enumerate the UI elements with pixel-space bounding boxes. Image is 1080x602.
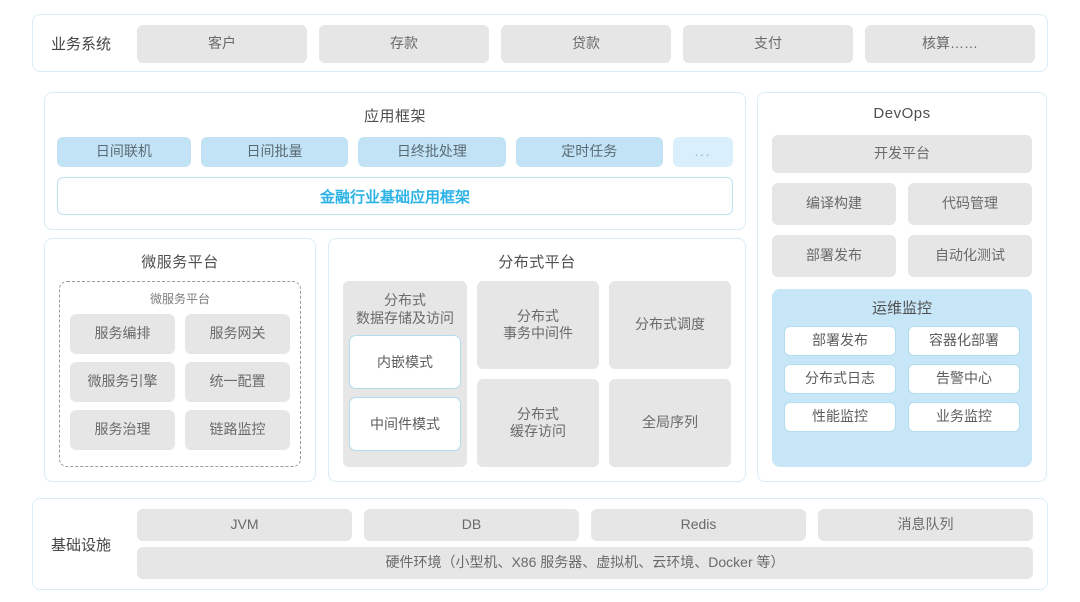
finance-base-framework-bar[interactable]: 金融行业基础应用框架 [57,177,733,215]
microservice-platform-panel: 微服务平台 微服务平台 服务编排 服务网关 微服务引擎 统一配置 服务治理 链路… [44,238,316,482]
application-framework-chip-row: 日间联机 日间批量 日终批处理 定时任务 ... [57,137,734,167]
distributed-item-scheduling[interactable]: 分布式调度 [609,281,731,369]
distributed-mode-embedded[interactable]: 内嵌模式 [349,335,461,390]
distributed-data-storage-line2: 数据存储及访问 [356,310,454,327]
app-chip-daytime-batch[interactable]: 日间批量 [200,137,349,167]
microservice-item-engine[interactable]: 微服务引擎 [70,362,175,402]
devops-item-grid: 编译构建 代码管理 部署发布 自动化测试 [772,183,1032,277]
distributed-mode-middleware[interactable]: 中间件模式 [349,397,461,452]
microservice-item-gateway[interactable]: 服务网关 [185,314,290,354]
monitoring-item-containerized-deploy[interactable]: 容器化部署 [908,326,1020,356]
infrastructure-item-db[interactable]: DB [364,509,579,541]
app-chip-scheduled-task[interactable]: 定时任务 [515,137,663,167]
distributed-data-storage-line1: 分布式 [384,292,426,308]
microservice-item-governance[interactable]: 服务治理 [70,410,175,450]
devops-title: DevOps [873,105,931,122]
business-system-chip-row: 客户 存款 贷款 支付 核算…… [137,25,1035,63]
microservice-item-orchestration[interactable]: 服务编排 [70,314,175,354]
microservice-item-grid: 服务编排 服务网关 微服务引擎 统一配置 服务治理 链路监控 [70,314,290,450]
business-system-panel: 业务系统 客户 存款 贷款 支付 核算…… [32,14,1048,72]
infrastructure-item-redis[interactable]: Redis [591,509,806,541]
dist-cache-line2: 缓存访问 [510,423,566,439]
business-system-item-accounting[interactable]: 核算…… [865,25,1035,63]
devops-item-dev-platform[interactable]: 开发平台 [772,135,1032,173]
business-system-item-loan[interactable]: 贷款 [501,25,671,63]
business-system-label: 业务系统 [51,35,112,53]
infrastructure-hardware-row: 硬件环境（小型机、X86 服务器、虚拟机、云环境、Docker 等） [137,547,1033,579]
devops-item-code-management[interactable]: 代码管理 [908,183,1032,225]
app-chip-more[interactable]: ... [672,137,734,167]
microservice-platform-title: 微服务平台 [141,254,219,271]
business-system-item-deposit[interactable]: 存款 [319,25,489,63]
microservice-sub-label: 微服务平台 [149,292,210,306]
monitoring-item-alert-center[interactable]: 告警中心 [908,364,1020,394]
devops-panel: DevOps 开发平台 编译构建 代码管理 部署发布 自动化测试 运维监控 部署… [757,92,1047,482]
infrastructure-label: 基础设施 [51,536,112,554]
microservice-item-unified-config[interactable]: 统一配置 [185,362,290,402]
dist-cache-line1: 分布式 [517,405,559,422]
monitoring-item-performance[interactable]: 性能监控 [784,402,896,432]
distributed-platform-body: 分布式 数据存储及访问 内嵌模式 中间件模式 分布式事务中间件 分布式调度 分布… [343,281,731,467]
distributed-data-storage-title: 分布式 数据存储及访问 [356,291,454,327]
dist-tx-line1: 分布式 [517,307,559,324]
distributed-platform-grid: 分布式事务中间件 分布式调度 分布式缓存访问 全局序列 [477,281,731,467]
distributed-platform-title: 分布式平台 [498,254,576,271]
distributed-platform-panel: 分布式平台 分布式 数据存储及访问 内嵌模式 中间件模式 分布式事务中间件 分布… [328,238,746,482]
app-chip-daytime-online[interactable]: 日间联机 [57,137,191,167]
distributed-item-cache-access[interactable]: 分布式缓存访问 [477,379,599,467]
application-framework-panel: 应用框架 日间联机 日间批量 日终批处理 定时任务 ... 金融行业基础应用框架 [44,92,746,230]
distributed-data-storage-group[interactable]: 分布式 数据存储及访问 内嵌模式 中间件模式 [343,281,467,467]
infrastructure-panel: 基础设施 JVM DB Redis 消息队列 硬件环境（小型机、X86 服务器、… [32,498,1048,590]
distributed-item-global-sequence[interactable]: 全局序列 [609,379,731,467]
ops-monitoring-title: 运维监控 [871,300,932,317]
infrastructure-chip-row: JVM DB Redis 消息队列 [137,509,1033,541]
ops-monitoring-grid: 部署发布 容器化部署 分布式日志 告警中心 性能监控 业务监控 [784,326,1020,432]
devops-item-automated-test[interactable]: 自动化测试 [908,235,1032,277]
monitoring-item-business[interactable]: 业务监控 [908,402,1020,432]
application-framework-title: 应用框架 [363,108,426,125]
infrastructure-item-message-queue[interactable]: 消息队列 [818,509,1033,541]
infrastructure-hardware-environment[interactable]: 硬件环境（小型机、X86 服务器、虚拟机、云环境、Docker 等） [137,547,1033,579]
monitoring-item-deploy-release[interactable]: 部署发布 [784,326,896,356]
infrastructure-item-jvm[interactable]: JVM [137,509,352,541]
microservice-dashed-group: 微服务平台 服务编排 服务网关 微服务引擎 统一配置 服务治理 链路监控 [59,281,301,467]
monitoring-item-distributed-log[interactable]: 分布式日志 [784,364,896,394]
business-system-item-customer[interactable]: 客户 [137,25,307,63]
app-chip-eod-batch[interactable]: 日终批处理 [358,137,506,167]
dist-tx-line2: 事务中间件 [503,325,573,341]
devops-item-compile-build[interactable]: 编译构建 [772,183,896,225]
devops-item-deploy-release[interactable]: 部署发布 [772,235,896,277]
microservice-item-tracing[interactable]: 链路监控 [185,410,290,450]
ops-monitoring-group: 运维监控 部署发布 容器化部署 分布式日志 告警中心 性能监控 业务监控 [772,289,1032,467]
business-system-item-payment[interactable]: 支付 [683,25,853,63]
distributed-item-transaction-middleware[interactable]: 分布式事务中间件 [477,281,599,369]
